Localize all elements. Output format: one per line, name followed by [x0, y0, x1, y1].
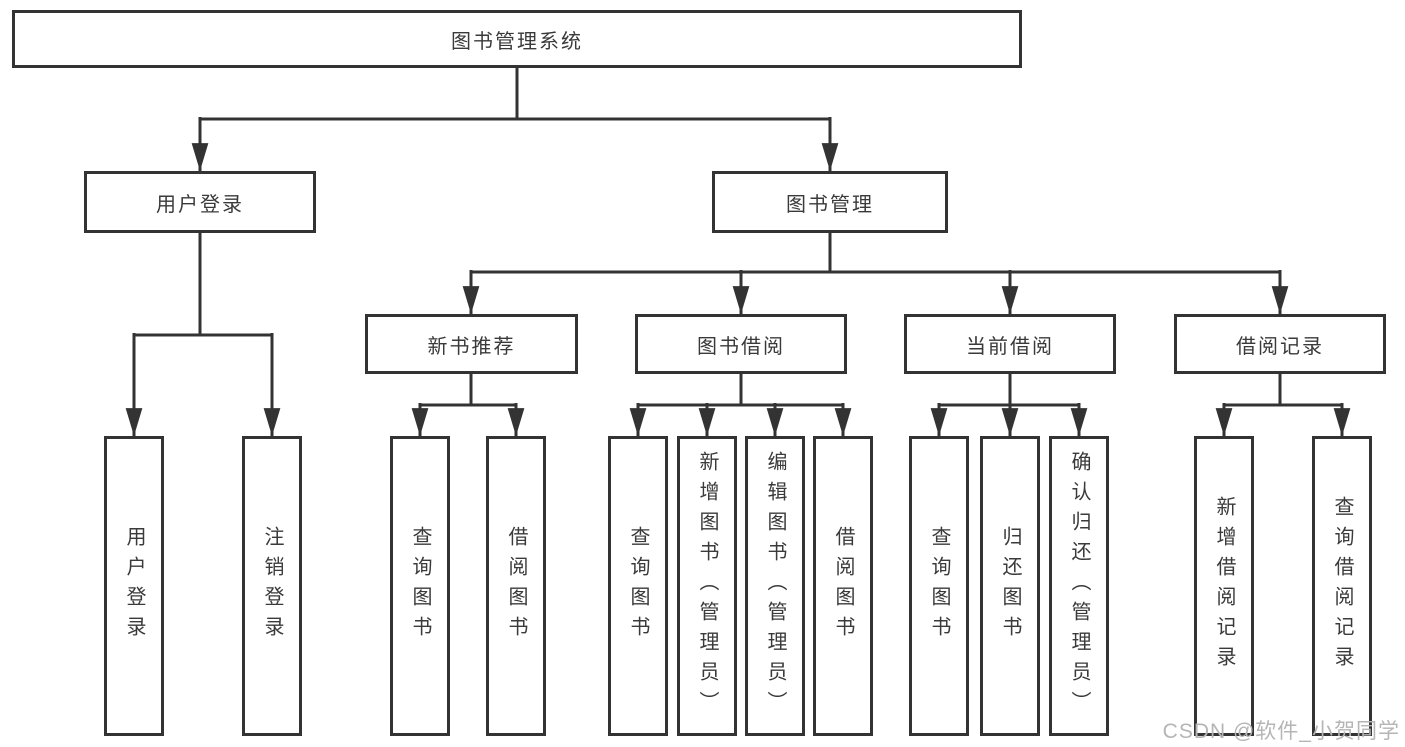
node-label: 查询图书 [928, 526, 950, 646]
node-label: 借阅图书 [505, 526, 527, 646]
node-label: 图书管理 [786, 193, 874, 216]
node-label: 归还图书 [999, 526, 1021, 646]
leaf-return-book: 归还图书 [980, 436, 1040, 736]
node-root-library-system: 图书管理系统 [12, 10, 1022, 68]
node-label: 新书推荐 [427, 335, 516, 358]
node-label: 图书管理系统 [451, 30, 583, 53]
leaf-user-login: 用户登录 [104, 436, 164, 736]
leaf-logout: 注销登录 [242, 436, 302, 736]
node-new-book-recommend: 新书推荐 [365, 314, 578, 374]
node-label: 查询图书 [627, 526, 649, 646]
node-label: 新增借阅记录 [1213, 496, 1235, 676]
leaf-borrow-books: 借阅图书 [813, 436, 873, 736]
leaf-query-books-borrow: 查询图书 [608, 436, 668, 736]
node-borrow-records: 借阅记录 [1174, 314, 1386, 374]
node-label: 确认归还（管理员） [1068, 451, 1090, 721]
csdn-watermark: CSDN @软件_小贺同学 [1162, 720, 1400, 743]
node-current-borrow: 当前借阅 [904, 314, 1116, 374]
node-label: 编辑图书（管理员） [764, 451, 786, 721]
node-label: 查询图书 [409, 526, 431, 646]
node-label: 用户登录 [156, 193, 244, 216]
node-user-login: 用户登录 [84, 171, 316, 233]
leaf-add-borrow-record: 新增借阅记录 [1194, 436, 1254, 736]
node-label: 当前借阅 [966, 335, 1054, 358]
node-label: 用户登录 [123, 526, 145, 646]
node-label: 图书借阅 [697, 335, 785, 358]
node-label: 新增图书（管理员） [696, 451, 718, 721]
node-book-borrow: 图书借阅 [635, 314, 847, 374]
node-book-management: 图书管理 [712, 171, 948, 233]
leaf-add-book-admin: 新增图书（管理员） [677, 436, 737, 736]
node-label: 借阅记录 [1236, 335, 1324, 358]
node-label: 注销登录 [261, 526, 283, 646]
leaf-query-books-recommend: 查询图书 [390, 436, 450, 736]
node-label: 查询借阅记录 [1331, 496, 1353, 676]
leaf-query-books-current: 查询图书 [909, 436, 969, 736]
leaf-borrow-books-recommend: 借阅图书 [486, 436, 546, 736]
leaf-confirm-return-admin: 确认归还（管理员） [1049, 436, 1109, 736]
node-label: 借阅图书 [832, 526, 854, 646]
leaf-edit-book-admin: 编辑图书（管理员） [745, 436, 805, 736]
leaf-query-borrow-record: 查询借阅记录 [1312, 436, 1372, 736]
